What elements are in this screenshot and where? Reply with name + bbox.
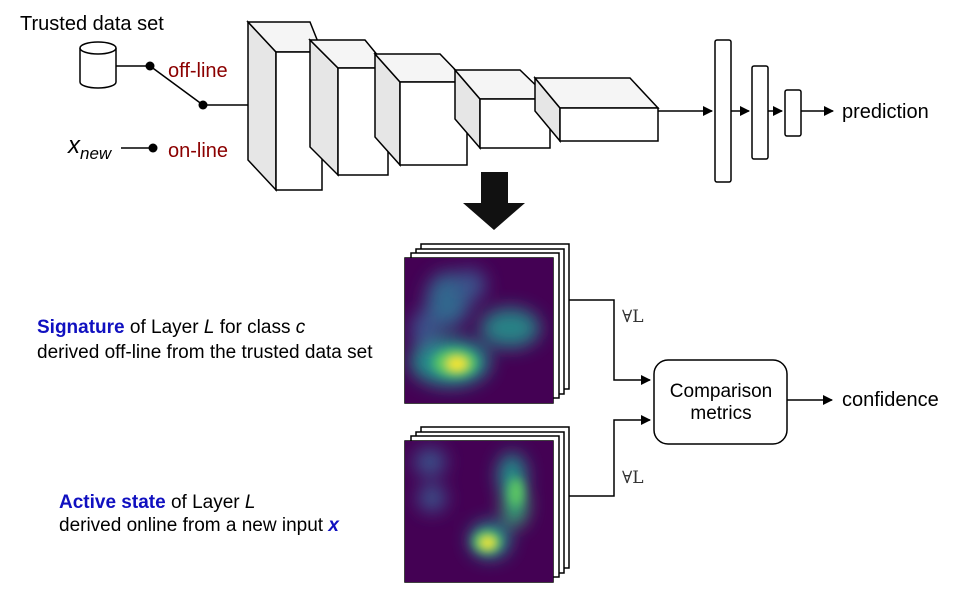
comparison-metrics-box	[653, 359, 788, 445]
signature-term: Signature	[37, 317, 125, 338]
forall-layer-bottom: ∀L	[622, 468, 644, 488]
active-layer-var: L	[244, 492, 256, 513]
signature-caption-line2: derived off-line from the trusted data s…	[37, 342, 373, 363]
on-line-label: on-line	[168, 140, 229, 162]
connector-lines	[569, 299, 833, 497]
database-icon	[79, 41, 117, 89]
cnn-layer-4	[453, 67, 552, 151]
active-state-heatmap	[405, 441, 553, 582]
cnn-layer-2	[308, 38, 390, 177]
input-switch	[116, 61, 248, 153]
cnn-layer-5	[533, 75, 660, 144]
down-arrow-icon	[463, 172, 525, 230]
x-subscript: new	[80, 144, 112, 163]
trusted-data-set-label: Trusted data set	[20, 13, 164, 35]
x-new-label: xnew	[68, 132, 111, 164]
off-line-label: off-line	[168, 60, 228, 82]
cnn-layer-3	[373, 52, 469, 167]
active-input-var: x	[328, 515, 339, 536]
comparison-label-line2: metrics	[690, 403, 752, 424]
signature-layer-var: L	[203, 317, 215, 338]
comparison-label-line1: Comparison	[669, 381, 773, 402]
active-text-b: derived online from a new input	[59, 515, 329, 536]
signature-text-a: of Layer	[124, 317, 204, 338]
signature-heatmap	[405, 258, 553, 403]
x-variable: x	[68, 132, 80, 159]
confidence-label: confidence	[842, 389, 939, 411]
active-text-a: of Layer	[165, 492, 245, 513]
dense-layers	[658, 39, 834, 183]
forall-layer-top: ∀L	[622, 307, 644, 327]
signature-text-b: for class	[214, 317, 296, 338]
signature-caption-line1: Signature of Layer L for class c	[37, 317, 305, 339]
active-state-term: Active state	[59, 492, 166, 513]
active-caption-line1: Active state of Layer L	[59, 492, 255, 514]
prediction-label: prediction	[842, 101, 929, 123]
active-caption-line2: derived online from a new input x	[59, 515, 339, 537]
signature-class-var: c	[295, 317, 306, 338]
